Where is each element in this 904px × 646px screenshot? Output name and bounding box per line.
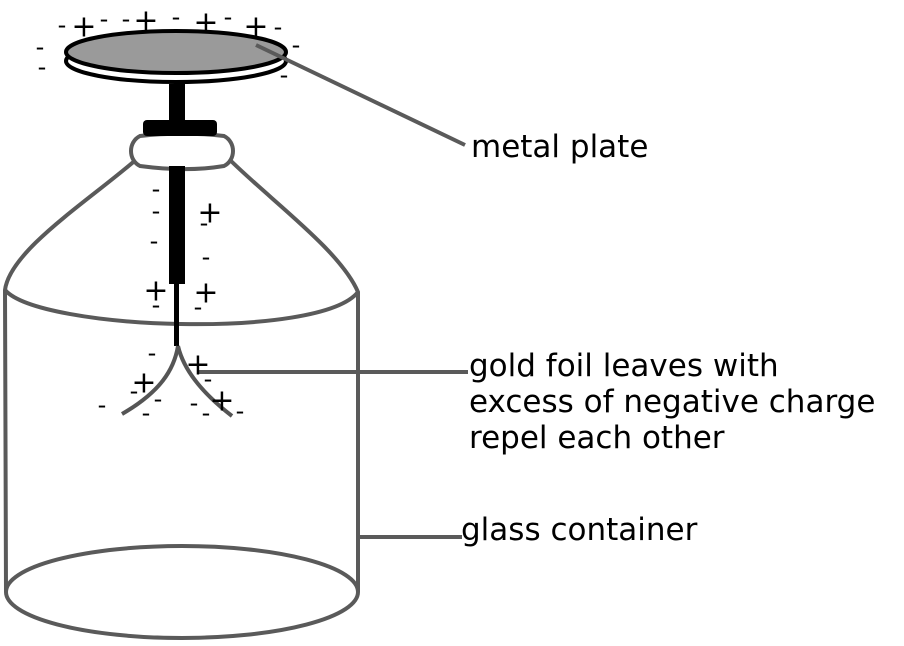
negative-charge-symbol: - — [292, 31, 301, 59]
negative-charge-symbol: - — [98, 391, 107, 419]
metal-plate-top — [64, 29, 288, 75]
gold-foil-label-line-2: excess of negative charge — [469, 384, 876, 420]
positive-charge-symbol: + — [71, 10, 96, 45]
negative-charge-symbol: - — [152, 197, 161, 225]
negative-charge-symbol: - — [154, 385, 163, 413]
negative-charge-symbol: - — [148, 339, 157, 367]
positive-charge-symbol: + — [243, 10, 268, 45]
negative-charge-symbol: - — [100, 5, 109, 33]
negative-charge-symbol: - — [150, 227, 159, 255]
negative-charge-symbol: - — [236, 397, 245, 425]
positive-charge-symbol: + — [143, 274, 168, 309]
positive-charge-symbol: + — [209, 384, 234, 419]
charge-symbols: -+--+-+-+-------+---++---++----+---- — [36, 3, 301, 427]
negative-charge-symbol: - — [280, 61, 289, 89]
positive-charge-symbol: + — [131, 366, 156, 401]
gold-foil-label-line-1: gold foil leaves with — [469, 348, 779, 384]
negative-charge-symbol: - — [200, 209, 209, 237]
positive-charge-symbol: + — [197, 196, 222, 231]
positive-charge-symbol: + — [193, 276, 218, 311]
negative-charge-symbol: - — [274, 13, 283, 41]
positive-charge-symbol: + — [185, 348, 210, 383]
positive-charge-symbol: + — [133, 4, 158, 39]
metal-rod — [169, 166, 185, 284]
negative-charge-symbol: - — [152, 175, 161, 203]
stopper — [129, 131, 235, 171]
metal-rod-upper — [169, 84, 185, 124]
negative-charge-symbol: - — [172, 3, 181, 31]
negative-charge-symbol: - — [36, 33, 45, 61]
stopper-cap — [143, 120, 217, 136]
negative-charge-symbol: - — [122, 5, 131, 33]
metal-plate-leader-line — [255, 43, 466, 147]
glass-container-label: glass container — [461, 512, 698, 548]
negative-charge-symbol: - — [224, 3, 233, 31]
gold-foil-label-line-3: repel each other — [469, 420, 725, 456]
negative-charge-symbol: - — [38, 53, 47, 81]
glass-container-top-rim — [3, 288, 360, 327]
negative-charge-symbol: - — [202, 243, 211, 271]
metal-rod-thin — [174, 284, 179, 346]
positive-charge-symbol: + — [193, 6, 218, 41]
negative-charge-symbol: - — [194, 293, 203, 321]
negative-charge-symbol: - — [152, 291, 161, 319]
negative-charge-symbol: - — [190, 389, 199, 417]
negative-charge-symbol: - — [130, 377, 139, 405]
gold-foil-leaves — [120, 345, 234, 418]
gold-foil-label: gold foil leaves with excess of negative… — [469, 348, 875, 456]
negative-charge-symbol: - — [142, 399, 151, 427]
negative-charge-symbol: - — [58, 11, 67, 39]
glass-container-base — [4, 544, 360, 640]
metal-plate-label: metal plate — [471, 129, 649, 165]
negative-charge-symbol: - — [204, 365, 213, 393]
leader-lines — [198, 43, 468, 539]
glass-container — [2, 156, 360, 640]
negative-charge-symbol: - — [202, 399, 211, 427]
gold-foil-leaf-right — [176, 345, 234, 418]
glass-container-outline — [2, 156, 360, 593]
gold-foil-leaf-left — [120, 345, 180, 416]
